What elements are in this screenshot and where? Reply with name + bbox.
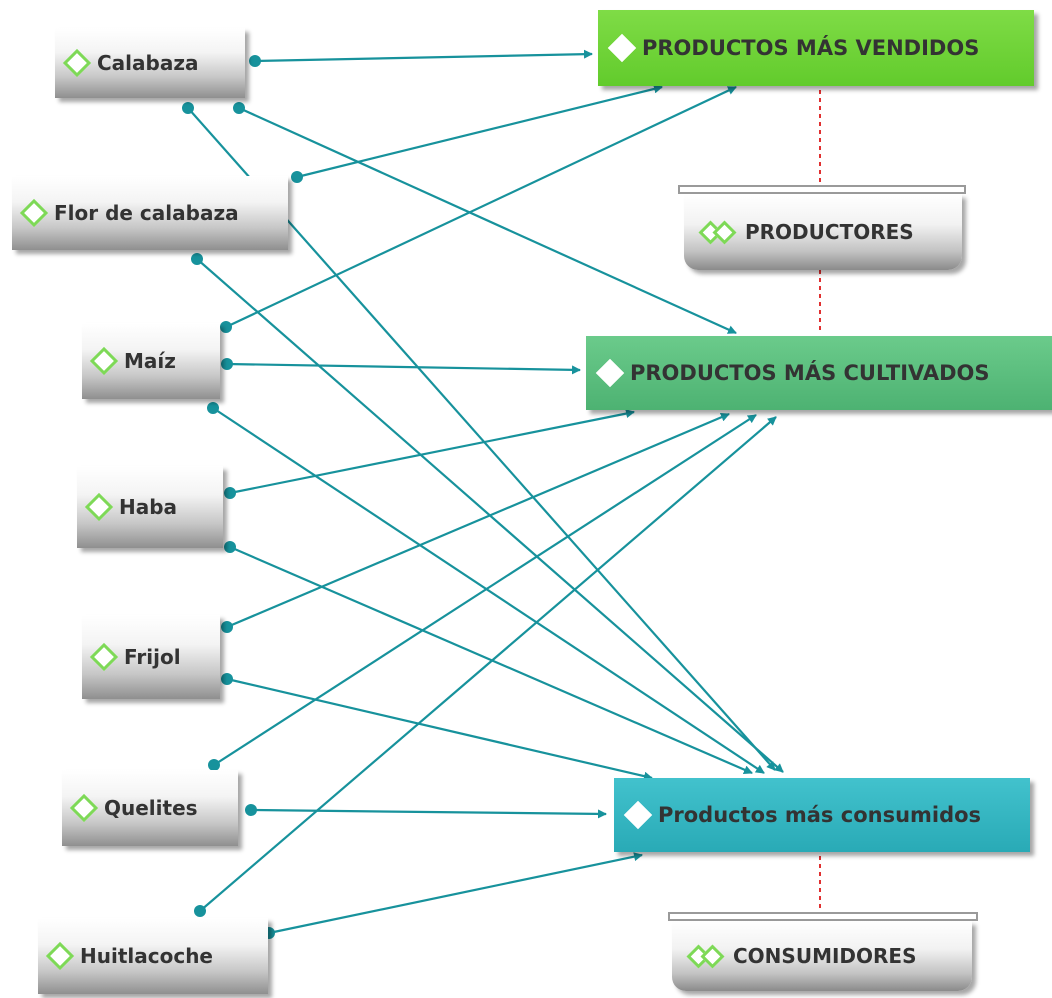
node-maiz[interactable]: Maíz	[82, 323, 220, 399]
arrow-frijol-to-consumidos	[226, 677, 653, 781]
anchor-dot-calabaza-to-cultivados	[233, 102, 245, 114]
category-productos-mas-consumidos[interactable]: Productos más consumidos	[614, 778, 1030, 852]
arrow-maiz-to-cultivados	[226, 362, 581, 375]
double-diamond-icon	[698, 219, 737, 245]
node-huitlacoche[interactable]: Huitlacoche	[38, 918, 268, 994]
node-label: Maíz	[124, 349, 176, 373]
node-label: Huitlacoche	[80, 944, 213, 968]
anchor-dot-frijol-to-cultivados	[221, 621, 233, 633]
anchor-dot-maiz-to-vendidos	[220, 321, 232, 333]
anchor-dot-haba-to-cultivados	[224, 487, 236, 499]
anchor-dot-maiz-to-consumidos	[207, 402, 219, 414]
diamond-icon	[69, 793, 99, 823]
diamond-icon	[607, 33, 637, 63]
consumidores-top-bar	[668, 912, 978, 921]
diamond-icon	[89, 346, 119, 376]
productores-top-bar	[678, 185, 966, 194]
node-label: Flor de calabaza	[54, 201, 239, 225]
role-consumidores[interactable]: CONSUMIDORES	[672, 921, 972, 991]
role-label: CONSUMIDORES	[733, 944, 917, 968]
role-label: PRODUCTORES	[745, 220, 914, 244]
diamond-icon	[84, 492, 114, 522]
arrow-quelites-to-consumidos	[250, 808, 607, 819]
arrow-calabaza-to-vendidos	[254, 49, 593, 63]
arrow-maiz-to-vendidos	[225, 86, 737, 328]
anchor-dot-haba-to-consumidos	[224, 541, 236, 553]
category-label: PRODUCTOS MÁS CULTIVADOS	[630, 361, 990, 385]
arrow-haba-to-cultivados	[229, 409, 635, 495]
role-productores[interactable]: PRODUCTORES	[684, 194, 962, 270]
arrow-quelites-to-cultivados	[213, 414, 757, 766]
anchor-dot-maiz-to-cultivados	[221, 358, 233, 370]
anchor-dot-flor-to-consumidos	[191, 253, 203, 265]
diamond-icon	[595, 358, 625, 388]
diamond-icon	[45, 941, 75, 971]
anchor-dot-huitlacoche-to-cultivados	[194, 905, 206, 917]
node-label: Frijol	[124, 645, 181, 669]
anchor-dot-frijol-to-consumidos	[221, 673, 233, 685]
node-quelites[interactable]: Quelites	[62, 770, 238, 846]
diamond-icon	[62, 48, 92, 78]
arrow-frijol-to-cultivados	[226, 412, 730, 629]
anchor-dot-quelites-to-consumidos	[245, 804, 257, 816]
node-frijol[interactable]: Frijol	[82, 615, 220, 699]
node-calabaza[interactable]: Calabaza	[55, 28, 245, 98]
anchor-dot-calabaza-to-consumidos	[182, 102, 194, 114]
anchor-dot-calabaza-to-vendidos	[249, 55, 261, 67]
diamond-icon	[623, 800, 653, 830]
arrow-flor-to-vendidos	[296, 84, 663, 179]
double-diamond-icon	[686, 943, 725, 969]
node-label: Calabaza	[97, 51, 199, 75]
diamond-icon	[89, 642, 119, 672]
arrow-haba-to-consumidos	[229, 545, 753, 775]
anchor-dot-flor-to-vendidos	[291, 171, 303, 183]
category-label: Productos más consumidos	[658, 803, 982, 827]
arrow-huitlacoche-to-consumidos	[268, 852, 643, 935]
category-productos-mas-cultivados[interactable]: PRODUCTOS MÁS CULTIVADOS	[586, 336, 1052, 410]
category-label: PRODUCTOS MÁS VENDIDOS	[642, 36, 980, 60]
category-productos-mas-vendidos[interactable]: PRODUCTOS MÁS VENDIDOS	[598, 10, 1034, 86]
node-label: Haba	[119, 495, 178, 519]
node-label: Quelites	[104, 796, 198, 820]
diamond-icon	[19, 198, 49, 228]
arrow-calabaza-to-cultivados	[238, 106, 737, 335]
node-haba[interactable]: Haba	[77, 466, 223, 548]
arrow-maiz-to-consumidos	[212, 407, 765, 774]
node-flor-de-calabaza[interactable]: Flor de calabaza	[12, 176, 288, 250]
